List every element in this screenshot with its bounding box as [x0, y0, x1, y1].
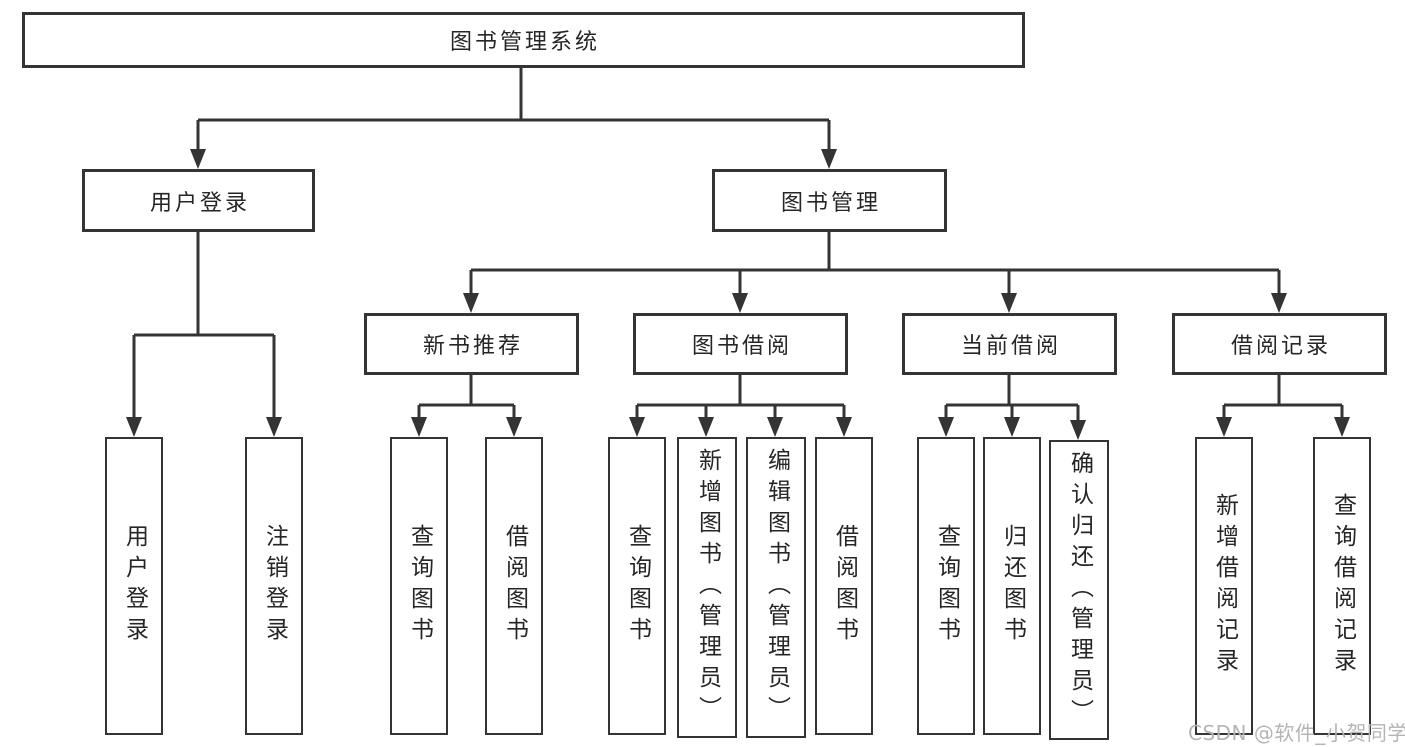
- node-label: 新增借阅记录: [1211, 493, 1238, 679]
- node-borrow-records: 借阅记录: [1172, 313, 1387, 375]
- leaf-query-borrow-record: 查询借阅记录: [1313, 437, 1371, 735]
- node-book-borrowing: 图书借阅: [633, 313, 848, 375]
- connector-book-borrowing-to-leaves: [629, 375, 852, 437]
- node-label: 借阅记录: [1230, 334, 1331, 359]
- node-book-management: 图书管理: [712, 169, 947, 232]
- arrowhead: [938, 417, 954, 437]
- node-current-borrowing: 当前借阅: [902, 313, 1117, 375]
- arrowhead: [1004, 417, 1020, 437]
- leaf-return-books: 归还图书: [983, 437, 1041, 735]
- node-label: 借阅图书: [501, 524, 528, 648]
- arrowhead: [266, 417, 282, 437]
- node-label: 用户登录: [149, 190, 250, 216]
- arrowhead: [1001, 293, 1017, 313]
- leaf-query-books-borrowing: 查询图书: [608, 437, 666, 735]
- arrowhead: [1216, 417, 1232, 437]
- arrowhead: [767, 417, 783, 437]
- node-label: 归还图书: [999, 524, 1026, 648]
- node-label: 注销登录: [261, 524, 288, 648]
- leaf-user-login: 用户登录: [105, 437, 163, 735]
- arrowhead: [836, 417, 852, 437]
- connector-current-borrowing-to-leaves: [938, 375, 1086, 440]
- arrowhead: [1271, 293, 1287, 313]
- node-label: 查询图书: [406, 524, 433, 648]
- arrowhead: [506, 417, 522, 437]
- arrowhead: [463, 293, 479, 313]
- arrowhead: [1334, 417, 1350, 437]
- arrowhead: [732, 293, 748, 313]
- arrowhead: [629, 417, 645, 437]
- connector-new-book-recommend-to-leaves: [411, 375, 522, 437]
- node-label: 编辑图书（管理员）: [763, 448, 790, 727]
- leaf-edit-book-admin: 编辑图书（管理员）: [746, 437, 806, 738]
- node-label: 确认归还（管理员）: [1066, 450, 1093, 730]
- leaf-borrow-books-recommend: 借阅图书: [485, 437, 543, 735]
- node-label: 查询图书: [933, 524, 960, 648]
- csdn-watermark: CSDN @软件_小贺同学: [1188, 721, 1405, 745]
- node-label: 查询借阅记录: [1329, 493, 1356, 679]
- node-label: 新增图书（管理员）: [694, 448, 721, 727]
- node-library-system: 图书管理系统: [22, 12, 1025, 68]
- arrowhead: [190, 149, 206, 169]
- connector-borrow-records-to-leaves: [1216, 375, 1350, 437]
- node-label: 当前借阅: [960, 334, 1061, 359]
- node-label: 图书管理: [780, 190, 881, 216]
- node-label: 借阅图书: [831, 524, 858, 648]
- connector-user-login-to-leaves: [126, 232, 282, 437]
- node-label: 新书推荐: [422, 334, 523, 359]
- arrowhead: [821, 149, 837, 169]
- leaf-add-borrow-record: 新增借阅记录: [1195, 437, 1253, 735]
- node-user-login: 用户登录: [82, 169, 315, 232]
- node-label: 查询图书: [624, 524, 651, 648]
- node-label: 图书管理系统: [449, 30, 600, 55]
- node-label: 用户登录: [121, 524, 148, 648]
- leaf-query-books-recommend: 查询图书: [390, 437, 448, 735]
- connector-book-management-to-level3: [463, 232, 1287, 313]
- leaf-query-books-current: 查询图书: [917, 437, 975, 735]
- node-label: 图书借阅: [691, 334, 792, 359]
- leaf-add-book-admin: 新增图书（管理员）: [677, 437, 737, 738]
- arrowhead: [698, 417, 714, 437]
- arrowhead: [411, 417, 427, 437]
- node-new-book-recommend: 新书推荐: [364, 313, 579, 375]
- leaf-confirm-return-admin: 确认归还（管理员）: [1049, 440, 1109, 740]
- leaf-borrow-books-borrowing: 借阅图书: [815, 437, 873, 735]
- connector-root-to-level2: [190, 68, 837, 169]
- leaf-logout: 注销登录: [245, 437, 303, 735]
- arrowhead: [1070, 420, 1086, 440]
- arrowhead: [126, 417, 142, 437]
